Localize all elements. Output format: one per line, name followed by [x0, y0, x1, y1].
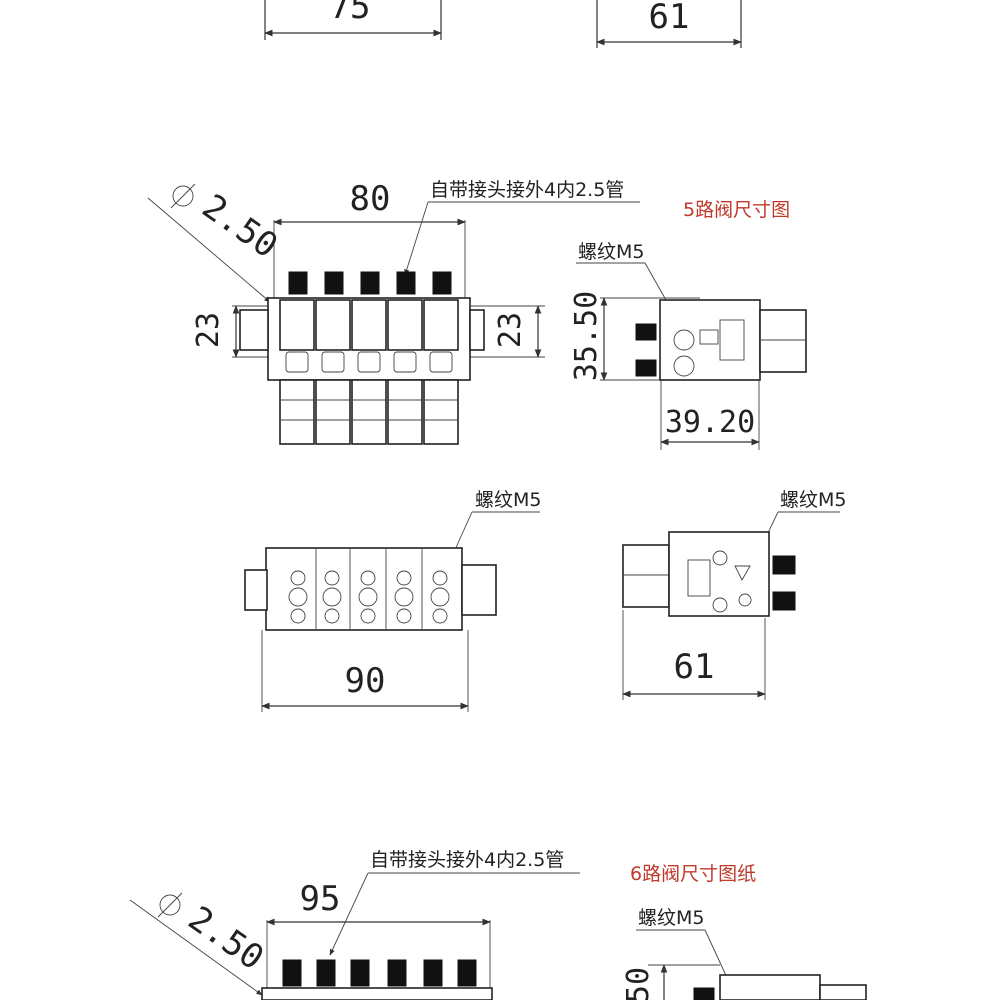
- five-way-left-height: 23: [191, 312, 226, 348]
- five-way-rear-thread-label: 螺纹M5: [780, 489, 846, 511]
- five-way-bottom-width: 90: [345, 661, 386, 701]
- fitting-icon: [360, 271, 380, 295]
- fitting-icon: [396, 271, 416, 295]
- top-fragment: 75 61: [264, 0, 742, 48]
- five-way-rear-view: 螺纹M5 61: [622, 489, 846, 700]
- fitting-icon: [635, 359, 657, 377]
- fitting-icon: [324, 271, 344, 295]
- top-right-dimension: 61: [649, 0, 690, 37]
- fitting-icon: [635, 323, 657, 341]
- fitting-icon: [282, 959, 302, 987]
- fitting-icon: [387, 959, 407, 987]
- five-way-fitting-note: 自带接头接外4内2.5管: [430, 179, 624, 201]
- fitting-icon: [772, 555, 796, 575]
- six-way-hole-dia: 2.50: [181, 899, 271, 979]
- five-way-width-dim: 80: [350, 179, 391, 219]
- five-way-bottom-view: 螺纹M5 90: [244, 489, 541, 712]
- five-way-right-height: 23: [493, 312, 528, 348]
- top-left-dimension: 75: [330, 0, 371, 27]
- five-way-rear-width: 61: [674, 647, 715, 687]
- fitting-icon: [316, 959, 336, 987]
- fitting-icon: [423, 959, 443, 987]
- five-way-side-depth: 39.20: [665, 405, 755, 440]
- six-way-width-dim: 95: [300, 879, 341, 919]
- fitting-icon: [457, 959, 477, 987]
- five-way-title: 5路阀尺寸图: [683, 199, 790, 221]
- five-way-side-thread-label: 螺纹M5: [578, 241, 644, 263]
- fitting-icon: [432, 271, 452, 295]
- six-way-side-thread-label: 螺纹M5: [638, 907, 704, 929]
- fitting-icon: [288, 271, 308, 295]
- fitting-icon: [350, 959, 370, 987]
- five-way-port-holes: [288, 570, 450, 624]
- six-way-front-view: 自带接头接外4内2.5管 95 2.50: [129, 849, 580, 1000]
- five-way-side-view: 螺纹M5 35.50 39.20: [569, 241, 807, 450]
- five-way-side-height: 35.50: [569, 291, 604, 381]
- five-way-front-view: 80 自带接头接外4内2.5管 2.50 23 23: [147, 179, 640, 445]
- five-way-hole-dia: 2.50: [195, 187, 285, 267]
- six-way-side-height: 50: [621, 967, 656, 1000]
- six-way-title: 6路阀尺寸图纸: [630, 863, 756, 885]
- six-way-side-view: 螺纹M5 50: [621, 907, 867, 1000]
- five-way-valve-stack: [279, 271, 459, 445]
- fitting-icon: [772, 591, 796, 611]
- six-way-fitting-note: 自带接头接外4内2.5管: [370, 849, 564, 871]
- five-way-bottom-thread-label: 螺纹M5: [475, 489, 541, 511]
- fitting-icon: [693, 987, 715, 1000]
